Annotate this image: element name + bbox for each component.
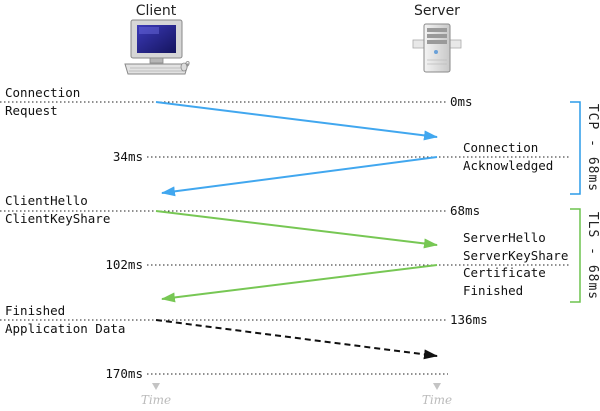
time-axis-arrow-icon (152, 383, 160, 390)
tls-phase-bracket (570, 208, 581, 303)
time-axis-arrow-icon (433, 383, 441, 390)
message-arrow (155, 210, 438, 249)
server-message-label: Acknowledged (463, 158, 553, 173)
tcp-phase-label: TCP - 68ms (585, 104, 600, 192)
server-title: Server (414, 3, 460, 19)
time-label: 0ms (450, 94, 473, 109)
time-label: 136ms (450, 312, 488, 327)
client-message-label: Request (5, 103, 58, 118)
client-message-label: ClientKeyShare (5, 211, 110, 226)
client-message-label: Application Data (5, 321, 125, 336)
server-message-label: Connection (463, 140, 538, 155)
message-arrow (161, 264, 438, 303)
message-arrow (161, 156, 438, 197)
tls-phase-label: TLS - 68ms (585, 212, 600, 300)
client-message-label: Connection (5, 85, 80, 100)
client-time-axis-label: Time (141, 393, 171, 407)
client-message-label: Finished (5, 303, 65, 318)
time-label: 170ms (105, 366, 143, 381)
server-message-label: Finished (463, 283, 523, 298)
time-label: 102ms (105, 257, 143, 272)
message-arrow (155, 101, 438, 141)
desktop-computer-icon (124, 19, 190, 75)
server-message-label: ServerKeyShare (463, 248, 568, 263)
client-title: Client (136, 3, 177, 19)
message-arrow (155, 319, 438, 360)
server-message-label: Certificate (463, 265, 546, 280)
client-message-label: ClientHello (5, 193, 88, 208)
server-message-label: ServerHello (463, 230, 546, 245)
time-label: 68ms (450, 203, 480, 218)
time-label: 34ms (113, 149, 143, 164)
tcp-phase-bracket (570, 101, 581, 195)
server-tower-icon (412, 23, 462, 73)
server-time-axis-label: Time (422, 393, 452, 407)
